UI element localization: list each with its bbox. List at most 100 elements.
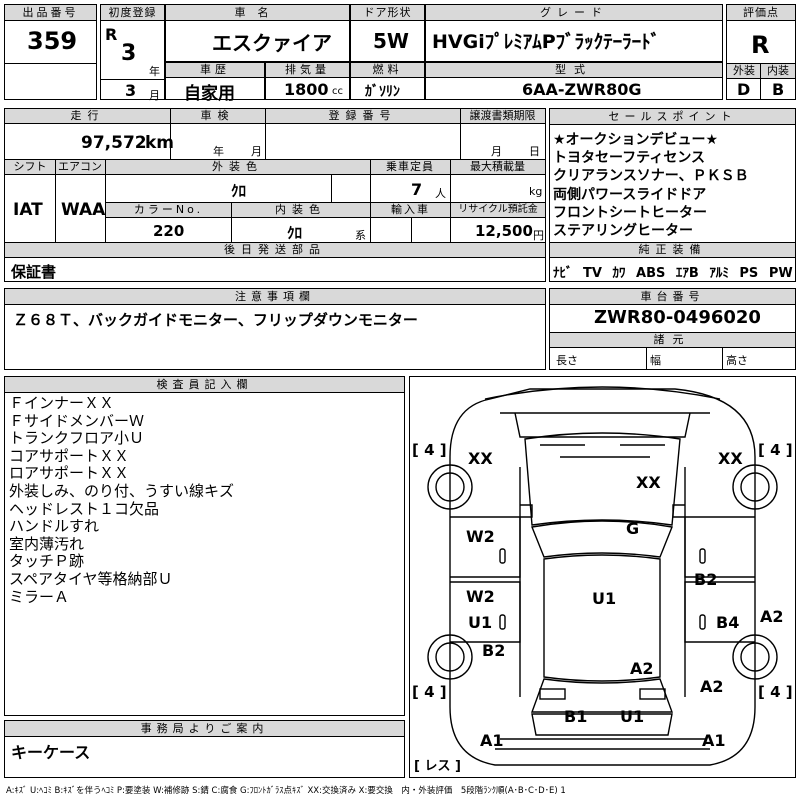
history-box: 車歴 自家用 [165, 62, 265, 104]
inspector-box: 検査員記入欄 ＦインナーＸＸ ＦサイドメンバーＷ トランクフロア小Ｕ コアサポー… [4, 376, 405, 716]
caution-box: 注意事項欄 Ｚ６８Ｔ、バックガイドモニター、フリップダウンモニター [4, 288, 546, 370]
fuel: ｶﾞｿﾘﾝ [365, 84, 400, 100]
inspector-note: ロアサポートＸＸ [9, 464, 130, 483]
displacement-unit: cc [332, 86, 343, 97]
damage-mark: W2 [466, 527, 495, 546]
wheel-rear-right [732, 634, 778, 680]
mileage: 97,572 [81, 133, 147, 153]
door-label: ドア形状 [351, 5, 424, 21]
exterior-color-label: 外装色 [105, 160, 370, 175]
displacement-box: 排気量 1800 cc [265, 62, 350, 100]
sales-point-line: ★オークションデビュー★ [553, 132, 719, 148]
damage-mark: XX [718, 449, 743, 468]
displacement: 1800 [284, 80, 329, 99]
color-no-label: カラーNo. [106, 203, 231, 218]
lot-number: 359 [27, 27, 78, 55]
damage-mark: B2 [694, 570, 718, 589]
fuel-label: 燃料 [351, 63, 424, 78]
model-box: 型式 6AA-ZWR80G [425, 62, 723, 100]
max-load-unit: kg [529, 185, 543, 198]
reg-year-unit: 年 [149, 65, 160, 78]
inspector-label: 検査員記入欄 [5, 377, 404, 393]
capacity-unit: 人 [435, 187, 446, 200]
hood [524, 432, 681, 526]
damage-mark: B2 [482, 641, 506, 660]
damage-mark: B1 [564, 707, 588, 726]
first-registration-box: 初度登録 R 3 年 3 月 [100, 4, 165, 102]
chassis-number: ZWR80-0496020 [594, 307, 761, 328]
history: 自家用 [184, 84, 235, 104]
equipment-leather: ｶﾜ [612, 266, 626, 281]
history-label: 車歴 [166, 63, 264, 78]
inspector-note: ＦサイドメンバーＷ [9, 411, 145, 430]
transfer-deadline-label: 譲渡書類期限 [460, 109, 545, 124]
office-box: 事務局よりご案内 キーケース [4, 720, 405, 778]
mileage-label: 走行 [5, 109, 170, 124]
tire-rear-right-label: [ 4 ] [758, 683, 793, 701]
damage-mark: W2 [466, 587, 495, 606]
interior-color-label: 内装色 [231, 203, 370, 218]
office-text: キーケース [11, 743, 91, 762]
left-mirror [520, 504, 533, 518]
interior-color: ｸﾛ [287, 224, 303, 242]
registration-label: 登録番号 [265, 109, 460, 124]
displacement-label: 排気量 [266, 63, 349, 78]
inspection-month-unit: 月 [251, 145, 262, 158]
sales-point-line: トヨタセーフティセンス [553, 150, 706, 167]
car-body-outline [449, 388, 756, 766]
inspector-note: 室内薄汚れ [9, 534, 85, 553]
damage-mark: A2 [760, 607, 784, 626]
equipment-airbag: ｴｱB [675, 266, 699, 281]
wheel-front-left [427, 464, 473, 510]
transfer-day-unit: 日 [529, 145, 540, 158]
equipment-navi: ﾅﾋﾞ [553, 266, 573, 281]
capacity: 7 [411, 180, 423, 199]
color-no: 220 [153, 222, 185, 240]
front-bumper [484, 386, 721, 400]
inspector-note: ミラーＡ [9, 587, 70, 606]
score: R [751, 31, 770, 59]
damage-mark: A1 [480, 731, 504, 750]
length-label: 長さ [556, 354, 578, 367]
model-label: 型式 [426, 63, 722, 78]
damage-mark: G [626, 519, 640, 538]
rear-hatch [531, 713, 673, 736]
grade: HVGiﾌﾟﾚﾐｱﾑPﾌﾞﾗｯｸﾃｰﾗｰﾄﾞ [432, 31, 661, 53]
interior-grade-label: 内装 [761, 64, 795, 79]
damage-mark: A1 [702, 731, 726, 750]
right-front-door [684, 516, 755, 578]
era: R [105, 25, 118, 44]
shift-label: シフト [5, 160, 55, 175]
grade-box: グレード HVGiﾌﾟﾚﾐｱﾑPﾌﾞﾗｯｸﾃｰﾗｰﾄﾞ [425, 4, 723, 62]
office-label: 事務局よりご案内 [5, 721, 404, 737]
grade-label: グレード [426, 5, 722, 21]
width-label: 幅 [650, 354, 661, 367]
sales-point-line: ステアリングヒーター [553, 223, 693, 240]
interior-grade: B [772, 80, 785, 99]
reg-month: 3 [125, 81, 137, 100]
damage-mark: U1 [468, 613, 493, 632]
damage-mark: U1 [620, 707, 645, 726]
inspector-note: 外装しみ、のり付、うすい線キズ [9, 481, 235, 500]
lot-number-label: 出品番号 [5, 5, 96, 21]
wheel-front-right [732, 464, 778, 510]
recycle-fee: 12,500 [475, 222, 533, 240]
damage-mark: U1 [592, 589, 617, 608]
model-code: 6AA-ZWR80G [522, 80, 642, 99]
transfer-month-unit: 月 [491, 145, 502, 158]
inspector-note: ＦインナーＸＸ [9, 394, 115, 412]
left-front-door [450, 516, 521, 578]
roof [543, 554, 661, 682]
car-name: エスクァイア [212, 31, 332, 55]
inspector-note: ヘッドレスト１コ欠品 [9, 499, 160, 518]
caution-label: 注意事項欄 [5, 289, 545, 305]
inspector-note: タッチＰ跡 [9, 552, 85, 571]
wheel-rear-left [427, 634, 473, 680]
sales-point-line: クリアランスソナー、ＰＫＳＢ [553, 168, 749, 185]
inspection-label: 車検 [170, 109, 265, 124]
legend-text: A:ｷｽﾞ U:ﾍｺﾐ B:ｷｽﾞを伴うﾍｺﾐ P:要塗装 W:補修跡 S:錆 … [6, 786, 566, 796]
equipment-tv: TV [583, 266, 602, 281]
sales-point-line: フロントシートヒーター [553, 204, 707, 221]
fuel-box: 燃料 ｶﾞｿﾘﾝ [350, 62, 425, 100]
damage-mark: XX [468, 449, 493, 468]
